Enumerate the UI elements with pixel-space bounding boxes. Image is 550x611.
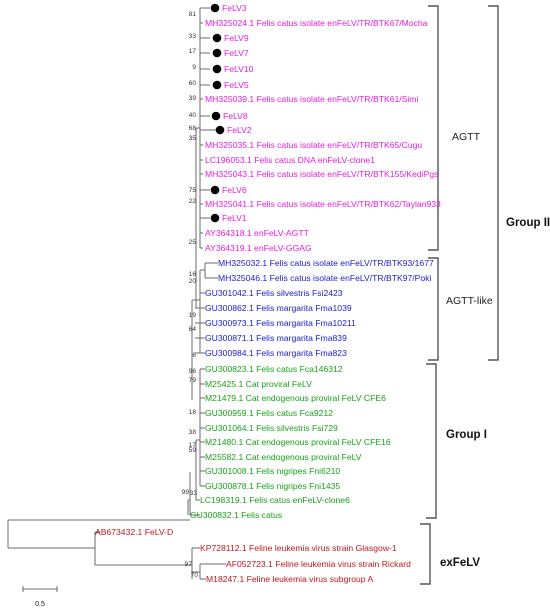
taxon-label: FeLV6 — [222, 185, 247, 195]
taxon-label: AY364318.1 enFeLV-AGTT — [205, 228, 310, 238]
agtt-label: AGTT — [452, 131, 481, 143]
taxon-label: GU300959.1 Felis catus Fca9212 — [205, 408, 333, 418]
exfelv-label: exFeLV — [440, 557, 480, 569]
bracket-agtt: AGTT — [428, 5, 481, 251]
taxon-label: FeLV1 — [222, 213, 247, 223]
tree-branches — [7, 7, 226, 580]
taxon-label: M25582.1 Cat endogenous proviral FeLV — [205, 452, 362, 462]
group-i-label: Group I — [446, 429, 487, 441]
agtt-like-label: AGTT-like — [446, 295, 493, 307]
taxon-label: FeLV5 — [224, 80, 249, 90]
taxon-label: M25425.1 Cat proviral FeLV — [205, 379, 312, 389]
bootstrap-value: 96 — [189, 368, 197, 375]
bootstrap-value: 60 — [189, 80, 197, 87]
bootstrap-value: 35 — [189, 135, 197, 142]
taxon-label: MH325035.1 Felis catus isolate enFeLV/TR… — [205, 140, 422, 150]
bootstrap-value: 99 — [182, 489, 190, 496]
sample-marker — [210, 3, 220, 13]
bootstrap-value: 22 — [189, 198, 197, 205]
taxon-label: FeLV10 — [224, 64, 254, 74]
bootstrap-value: 70 — [191, 572, 199, 579]
sample-marker — [212, 33, 222, 43]
taxon-label: LC196053.1 Felis catus DNA enFeLV-clone1 — [205, 155, 375, 165]
taxon-label: FeLV8 — [223, 111, 248, 121]
taxon-label: KP728112.1 Feline leukemia virus strain … — [200, 543, 397, 553]
bootstrap-value: 17 — [189, 48, 197, 55]
bracket-group-i: Group I — [426, 363, 487, 519]
sample-marker — [215, 125, 225, 135]
taxon-label: FeLV7 — [224, 48, 249, 58]
taxon-label: FeLV9 — [224, 33, 249, 43]
taxon-label: GU301042.1 Felis silvestris Fsi2423 — [205, 288, 343, 298]
bootstrap-value: 68 — [189, 125, 197, 132]
taxon-label: MH325041.1 Felis catus isolate enFeLV/TR… — [205, 199, 441, 209]
taxon-label: GU300973.1 Felis margarita Fma10211 — [205, 318, 356, 328]
taxon-label: AY364319.1 enFeLV-GGAG — [205, 243, 312, 253]
bracket-group-ii: Group II — [488, 5, 550, 361]
scale-bar: 0.5 — [22, 586, 58, 608]
bootstrap-value: 79 — [189, 377, 197, 384]
group-ii-label: Group II — [506, 217, 550, 229]
bootstrap-value: 16 — [189, 271, 197, 278]
sample-marker — [210, 185, 220, 195]
taxon-label: GU300832.1 Felis catus — [190, 510, 282, 520]
taxon-label: MH325024.1 Felis catus isolate enFeLV/TR… — [205, 18, 428, 28]
bootstrap-value: 75 — [189, 187, 197, 194]
sample-marker — [212, 48, 222, 58]
bootstrap-value: 81 — [189, 11, 197, 18]
taxon-label: GU300823.1 Felis catus Fca146312 — [205, 364, 343, 374]
taxon-label: GU300878.1 Felis nigripes Fni1435 — [205, 481, 340, 491]
taxon-label: LC198319.1 Felis catus enFeLV-clone6 — [200, 495, 350, 505]
bootstrap-value: 33 — [189, 33, 197, 40]
taxon-label: GU301064.1 Felis silvestris Fsi729 — [205, 423, 338, 433]
bootstrap-value: 40 — [189, 112, 197, 119]
bootstrap-value: 38 — [189, 429, 197, 436]
taxon-label: GU300984.1 Felis margarita Fma823 — [205, 348, 347, 358]
taxon-label: GU300871.1 Felis margarita Fma839 — [205, 333, 347, 343]
taxon-label: FeLV3 — [222, 3, 247, 13]
sample-marker — [212, 64, 222, 74]
sample-marker — [210, 213, 220, 223]
bootstrap-value: 6 — [192, 352, 196, 359]
bracket-exfelv: exFeLV — [420, 523, 480, 585]
sample-marker — [212, 80, 222, 90]
taxon-label: M18247.1 Feline leukemia virus subgroup … — [206, 574, 373, 584]
taxon-label: GU300862.1 Felis margarita Fma1039 — [205, 303, 352, 313]
taxon-label: M21480.1 Cat endogenous proviral FeLV CF… — [205, 437, 391, 447]
bootstrap-value: 97 — [185, 561, 193, 568]
taxon-label: FeLV2 — [227, 125, 252, 135]
taxon-label: AF052723.1 Feline leukemia virus strain … — [226, 559, 411, 569]
bootstrap-value: 17 — [189, 442, 197, 449]
taxon-label: MH325032.1 Felis catus isolate enFeLV/TR… — [218, 258, 434, 268]
taxon-label: M21479.1 Cat endogenous proviral FeLV CF… — [205, 393, 386, 403]
taxon-label: MH325046.1 Felis catus isolate enFeLV/TR… — [218, 273, 431, 283]
taxon-label: MH325043.1 Felis catus isolate enFeLV/TR… — [205, 169, 438, 179]
bracket-agtt-like: AGTT-like — [428, 257, 493, 361]
bootstrap-value: 19 — [189, 312, 197, 319]
bootstrap-value: 25 — [189, 239, 197, 246]
bootstrap-value: 20 — [189, 278, 197, 285]
taxon-label: MH325039.1 Felis catus isolate enFeLV/TR… — [205, 94, 418, 104]
taxon-label: AB673432.1 FeLV-D — [95, 527, 173, 537]
sample-marker — [211, 111, 221, 121]
scale-bar-label: 0.5 — [35, 601, 45, 608]
bootstrap-value: 64 — [189, 326, 197, 333]
bootstrap-value: 39 — [189, 95, 197, 102]
bootstrap-value: 18 — [189, 409, 197, 416]
taxon-label: GU301008.1 Felis nigripes Fni6210 — [205, 466, 340, 476]
bootstrap-value: 9 — [192, 64, 196, 71]
bootstrap-value: 33 — [190, 490, 198, 497]
bootstrap-value: 59 — [189, 447, 197, 454]
